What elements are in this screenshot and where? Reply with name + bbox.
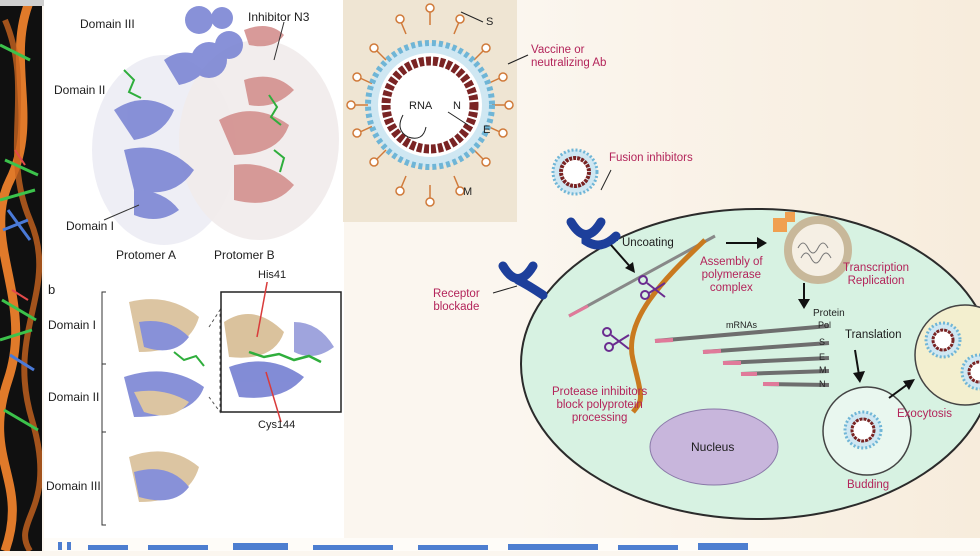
gene-s-label: S [819,337,826,347]
cropped-caption-text [58,542,748,550]
translation-label: Translation [845,329,902,341]
panel-monomer-active-site: b Domain I Domain II Domain III His41 Cy… [44,269,344,551]
left-molecule-strip [0,0,42,551]
panel-virion: S RNA N E M [343,0,517,222]
panel-protease-dimer: Domain III Domain II Domain I Inhibitor … [44,0,344,282]
uncoating-label: Uncoating [622,237,674,249]
domain2-label-b: Domain II [48,390,100,404]
fusion-inhibitors-label: Fusion inhibitors [609,152,693,164]
lifecycle-diagram [492,54,980,520]
replication-complex-icon [773,212,852,284]
spike-s-label: S [486,16,494,28]
panel-b-letter: b [48,282,56,297]
released-virion-icon-1 [924,321,962,359]
gene-m-label: M [819,365,827,375]
fusion-virion-icon [551,148,599,196]
nucleus-label: Nucleus [691,440,735,454]
coronavirus-virion [346,3,514,207]
domain1-label-b: Domain I [48,318,97,332]
transcription-label: Transcription Replication [843,262,910,287]
scissors-icon-upper [638,275,666,300]
mrnas-label: mRNAs [726,320,757,330]
protomer-a-label: Protomer A [116,248,177,262]
nucleocapsid-n-label: N [453,100,461,112]
receptor-blockade-label: Receptor blockade [433,288,480,313]
protease-dimer-figure [92,6,339,245]
budding-virion-icon [843,410,883,450]
protease-inhibitors-label: Protease inhibitors block polyprotein pr… [552,386,648,424]
protein-label: Protein [813,308,845,319]
his41-label: His41 [258,269,287,281]
protomer-b-label: Protomer B [214,248,275,262]
assembly-label: Assembly of polymerase complex [700,256,763,294]
envelope-e-label: E [483,124,491,136]
budding-label: Budding [847,479,890,491]
exocytosis-label: Exocytosis [897,408,952,420]
dna-structure-image [0,0,42,551]
released-virion-icon-2 [960,353,980,391]
domain1-label: Domain I [66,219,115,233]
domain2-label: Domain II [54,83,106,97]
gene-pol-label: Pol [818,320,832,330]
domain3-label: Domain III [80,17,135,31]
gene-e-label: E [819,352,826,362]
rna-label: RNA [409,100,433,112]
scissors-icon-lower [602,327,630,352]
monomer-figure [101,271,342,526]
top-scroll-bar [0,0,45,6]
cys144-label: Cys144 [258,419,296,431]
inhibitor-label: Inhibitor N3 [248,10,310,24]
domain3-label-b: Domain III [46,479,101,493]
vaccine-label: Vaccine or neutralizing Ab [531,44,607,69]
membrane-m-label: M [463,186,473,198]
gene-n-label: N [819,379,826,389]
